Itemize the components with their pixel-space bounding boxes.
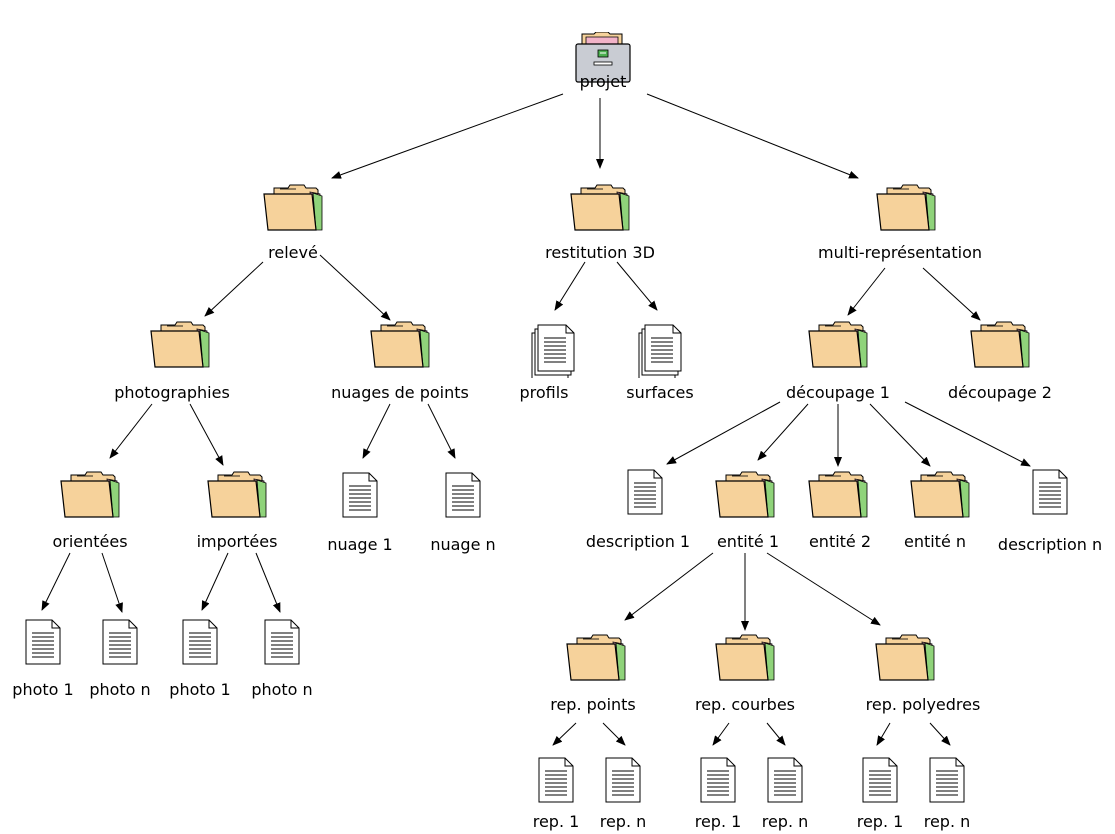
edge-orientees-to-photona <box>101 552 123 613</box>
edge-nuages-to-nuagen <box>427 403 456 459</box>
edge-projet-to-multi <box>646 93 859 179</box>
folder-icon[interactable] <box>873 184 939 237</box>
document-icon[interactable] <box>341 472 379 523</box>
edge-repcourbes-to-repnb <box>766 722 786 746</box>
edge-multi-to-decoupage2 <box>922 267 981 321</box>
node-label: rep. 1 <box>532 812 580 831</box>
edge-photographies-to-importees <box>189 403 224 466</box>
document-icon[interactable] <box>604 757 642 808</box>
document-icon[interactable] <box>181 619 219 670</box>
node-label: nuage n <box>430 535 496 554</box>
node-label: projet <box>579 72 627 91</box>
node-label: rep. n <box>599 812 647 831</box>
edge-reppolyedres-to-repnc <box>929 722 951 746</box>
cabinet-icon[interactable] <box>574 31 632 89</box>
node-label: rep. courbes <box>694 695 796 714</box>
documents-stack-icon[interactable] <box>637 322 683 383</box>
folder-icon[interactable] <box>147 321 213 374</box>
edge-restitution-to-surfaces <box>616 261 658 311</box>
folder-icon[interactable] <box>712 634 778 687</box>
node-label: rep. n <box>761 812 809 831</box>
node-label: nuage 1 <box>327 535 393 554</box>
node-label: rep. 1 <box>856 812 904 831</box>
document-icon[interactable] <box>24 619 62 670</box>
edge-projet-to-releve <box>331 93 564 179</box>
node-label: entité n <box>903 532 967 551</box>
node-label: profils <box>519 383 569 402</box>
node-label: orientées <box>52 532 128 551</box>
edge-repcourbes-to-rep1b <box>712 722 730 746</box>
node-label: photo 1 <box>169 680 231 699</box>
edge-importees-to-photo1b <box>201 552 229 611</box>
document-icon[interactable] <box>263 619 301 670</box>
document-icon[interactable] <box>928 757 966 808</box>
folder-icon[interactable] <box>967 321 1033 374</box>
node-label: photo n <box>89 680 151 699</box>
edge-reppoints-to-repna <box>602 722 626 746</box>
documents-stack-icon[interactable] <box>530 322 576 383</box>
edge-orientees-to-photo1a <box>41 552 71 611</box>
folder-icon[interactable] <box>57 471 123 524</box>
folder-icon[interactable] <box>204 471 270 524</box>
edge-decoupage1-to-descriptionn <box>904 401 1031 467</box>
folder-icon[interactable] <box>712 471 778 524</box>
node-label: photo 1 <box>12 680 74 699</box>
folder-icon[interactable] <box>907 471 973 524</box>
edge-photographies-to-orientees <box>109 403 153 459</box>
document-icon[interactable] <box>626 469 664 520</box>
folder-icon[interactable] <box>872 634 938 687</box>
edge-restitution-to-profils <box>554 261 586 311</box>
node-label: description n <box>997 535 1103 554</box>
node-label: importées <box>196 532 278 551</box>
node-label: surfaces <box>626 383 694 402</box>
folder-icon[interactable] <box>367 321 433 374</box>
document-icon[interactable] <box>1031 469 1069 520</box>
folder-icon[interactable] <box>567 184 633 237</box>
edge-importees-to-photonb <box>255 552 281 613</box>
node-label: restitution 3D <box>545 243 655 262</box>
edge-decoupage1-to-entite1 <box>757 403 809 461</box>
folder-icon[interactable] <box>563 634 629 687</box>
document-icon[interactable] <box>101 619 139 670</box>
edge-releve-to-photographies <box>204 261 264 317</box>
node-label: description 1 <box>585 532 691 551</box>
document-icon[interactable] <box>861 757 899 808</box>
node-label: rep. polyedres <box>865 695 981 714</box>
edge-reppoints-to-rep1a <box>552 722 577 746</box>
node-label: nuages de points <box>331 383 469 402</box>
folder-icon[interactable] <box>805 321 871 374</box>
node-label: multi-représentation <box>817 243 983 262</box>
document-icon[interactable] <box>766 757 804 808</box>
node-label: photographies <box>114 383 230 402</box>
node-label: découpage 1 <box>786 383 890 402</box>
edge-multi-to-decoupage1 <box>847 267 886 316</box>
folder-icon[interactable] <box>260 184 326 237</box>
edge-reppolyedres-to-rep1c <box>876 722 891 746</box>
edge-releve-to-nuages <box>319 254 391 321</box>
document-icon[interactable] <box>699 757 737 808</box>
node-label: entité 1 <box>716 532 780 551</box>
edge-decoupage1-to-entiten <box>869 403 931 467</box>
node-label: rep. n <box>923 812 971 831</box>
edge-nuages-to-nuage1 <box>362 403 391 459</box>
edge-decoupage1-to-description1 <box>666 401 781 465</box>
node-label: découpage 2 <box>948 383 1052 402</box>
document-icon[interactable] <box>537 757 575 808</box>
document-icon[interactable] <box>444 472 482 523</box>
node-label: rep. points <box>550 695 636 714</box>
edge-entite1-to-reppoints <box>624 552 714 621</box>
node-label: relevé <box>268 243 318 262</box>
node-label: rep. 1 <box>694 812 742 831</box>
folder-icon[interactable] <box>805 471 871 524</box>
node-label: photo n <box>251 680 313 699</box>
node-label: entité 2 <box>808 532 872 551</box>
edge-entite1-to-reppolyedres <box>766 552 881 626</box>
